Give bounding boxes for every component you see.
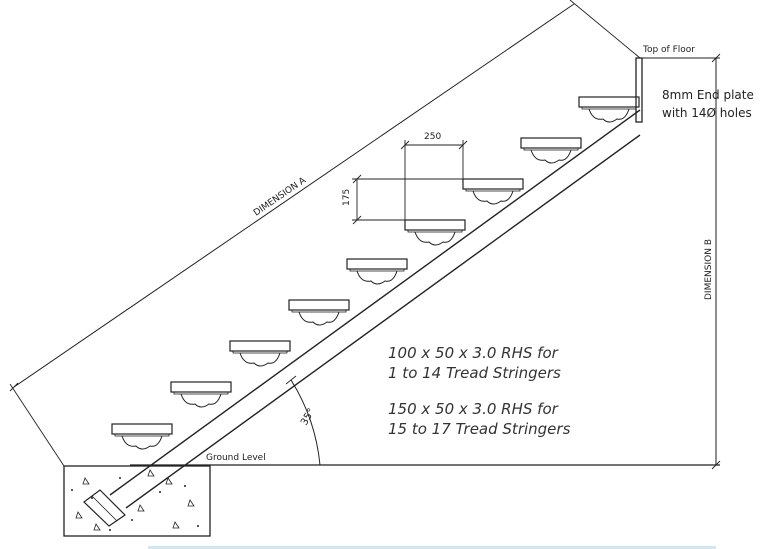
rhs-note-small-line2: 1 to 14 Tread Stringers [388, 364, 561, 382]
tread [462, 178, 524, 205]
tread [229, 340, 291, 367]
end-plate [635, 57, 720, 123]
rhs-note-small-line1: 100 x 50 x 3.0 RHS for [388, 344, 559, 362]
stringer [83, 109, 641, 527]
rise-dimension [352, 174, 463, 225]
dimension-b [711, 53, 721, 470]
angle-indicator [285, 375, 324, 466]
rhs-note-large-line2: 15 to 17 Tread Stringers [388, 420, 571, 438]
dimension-a-label: DIMENSION A [252, 175, 309, 218]
top-of-floor-label: Top of Floor [642, 45, 695, 55]
tread [170, 381, 232, 408]
tread [520, 137, 582, 164]
dimension-a [9, 0, 641, 467]
tread [578, 96, 640, 123]
rhs-note-large-line1: 150 x 50 x 3.0 RHS for [388, 400, 559, 418]
end-plate-label-line1: 8mm End plate [662, 88, 754, 102]
ground-level-label: Ground Level [206, 453, 266, 463]
dimension-b-label: DIMENSION B [704, 239, 714, 300]
end-plate-label-line2: with 14Ø holes [662, 106, 752, 120]
rise-dimension-label: 175 [342, 189, 352, 206]
tread [111, 423, 173, 450]
angle-label: 35° [299, 407, 317, 428]
tread [404, 219, 466, 246]
tread [346, 258, 408, 285]
going-dimension-label: 250 [424, 132, 441, 142]
footer-bar [148, 546, 716, 549]
concrete-footing [63, 465, 211, 537]
tread [288, 299, 350, 326]
treads [111, 96, 640, 450]
going-dimension [400, 140, 468, 220]
